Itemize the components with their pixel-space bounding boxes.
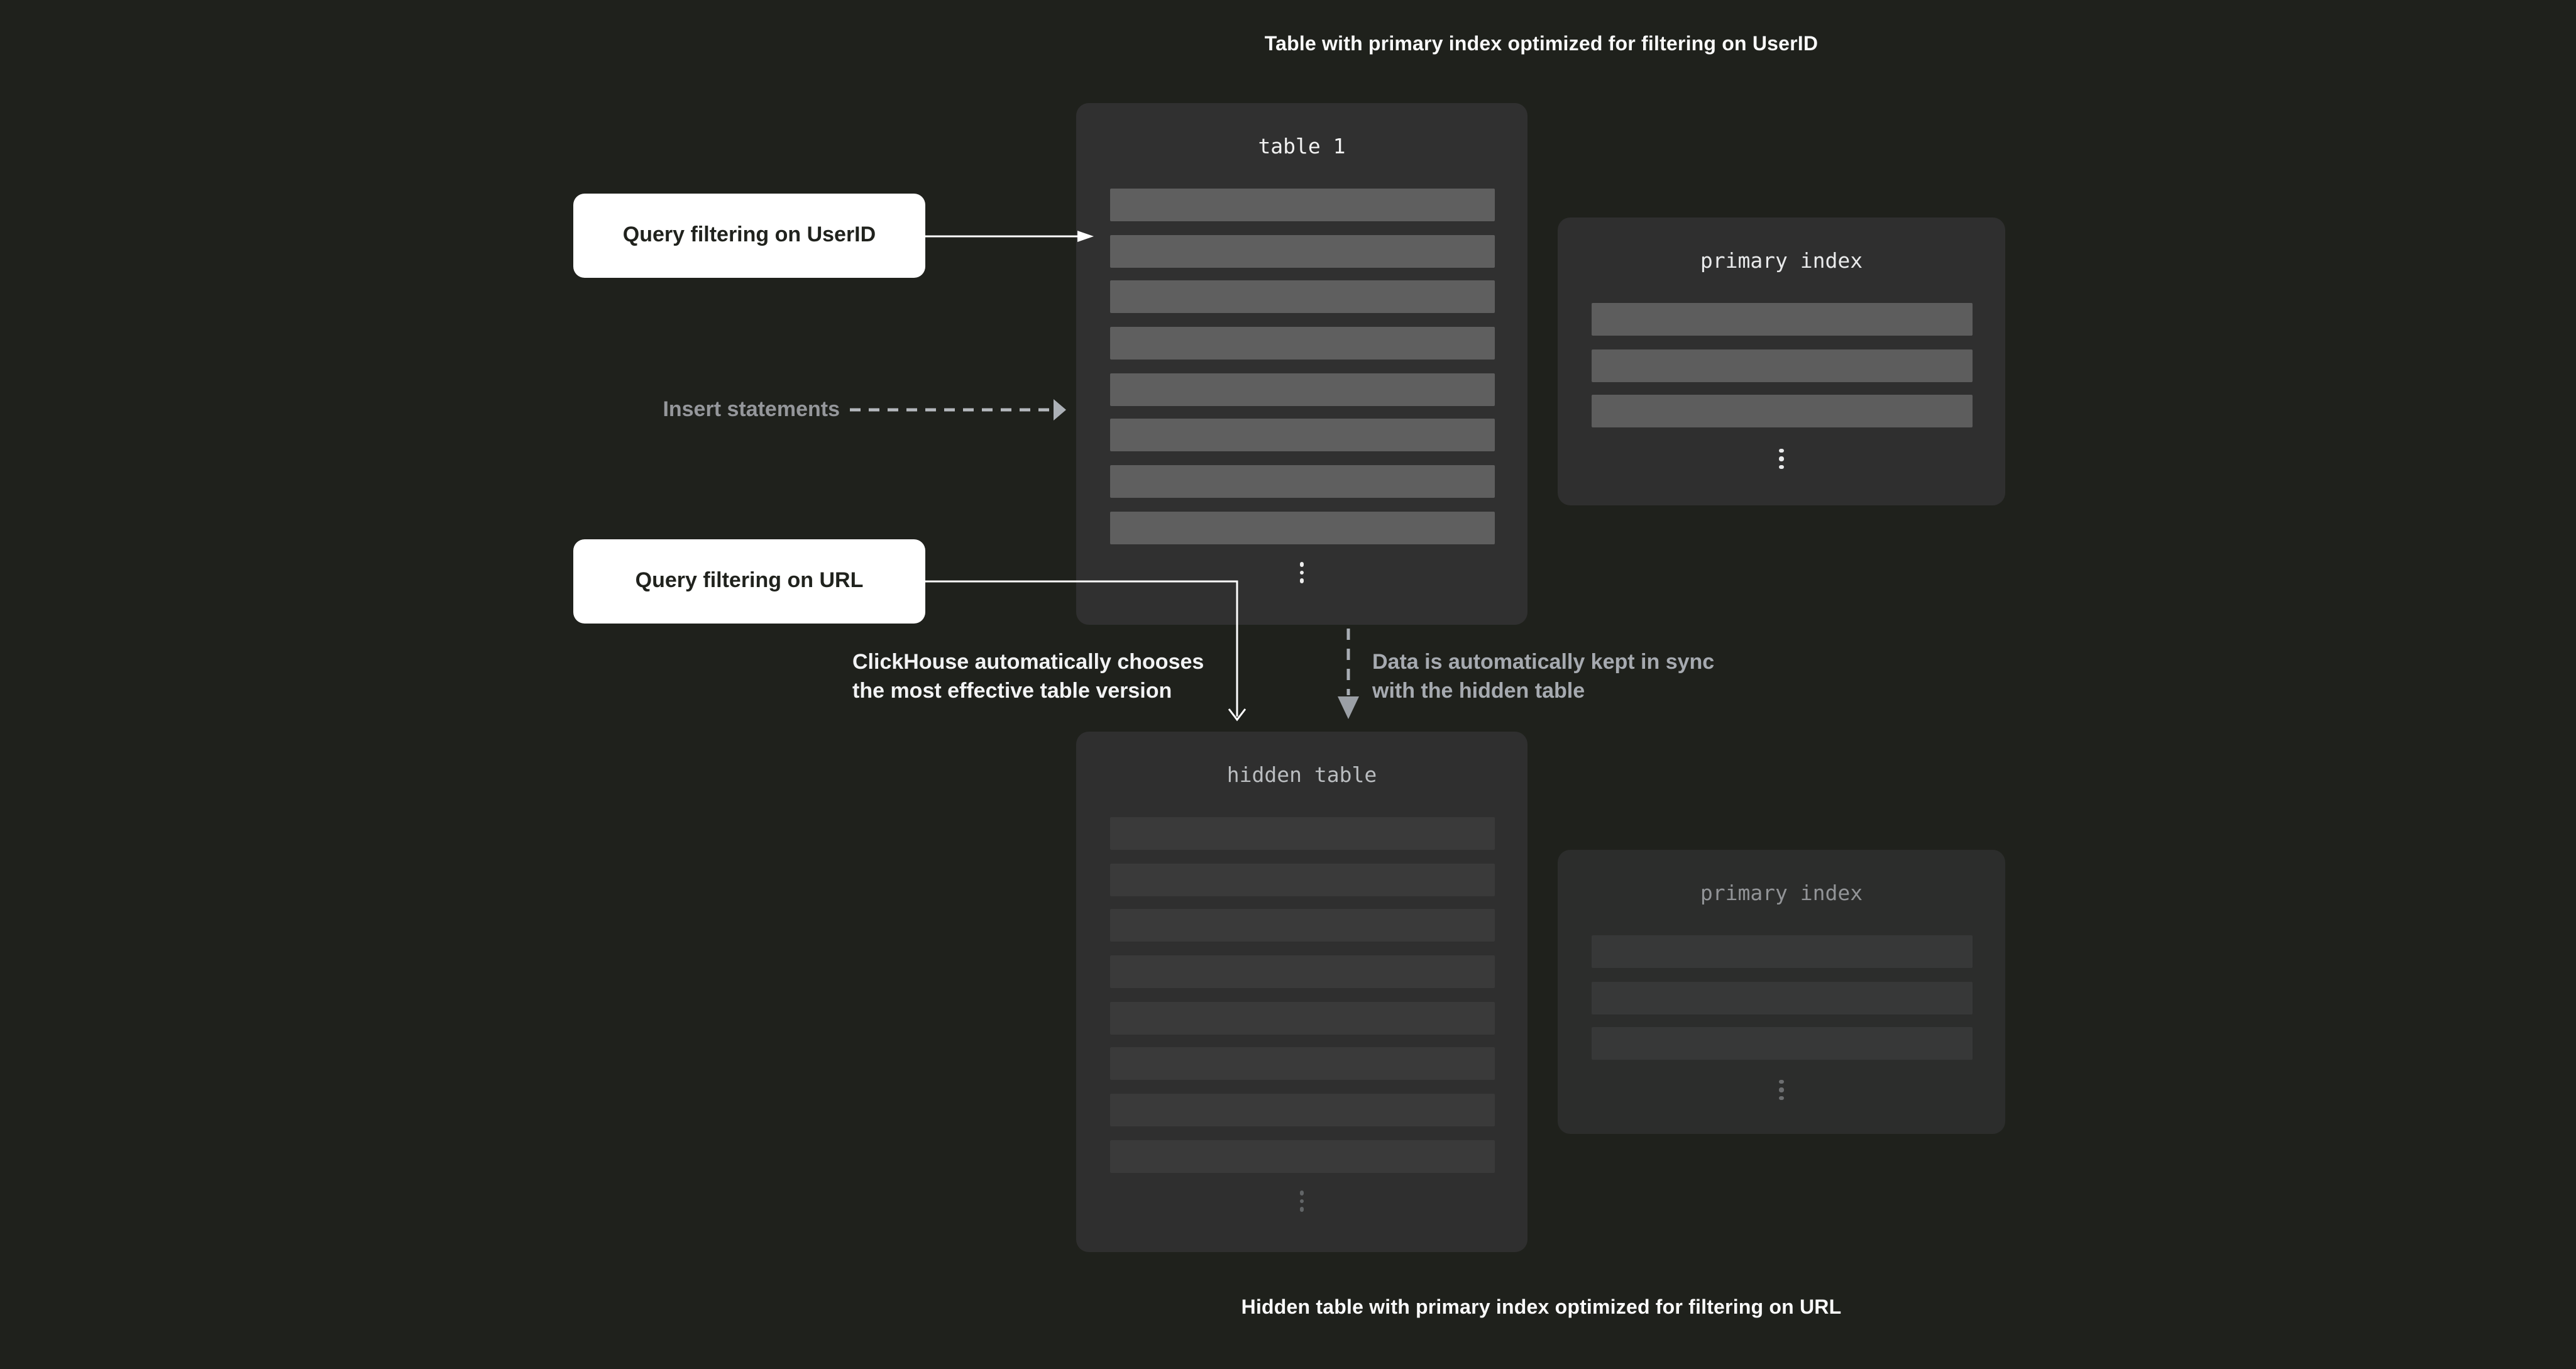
table-row [1592,303,1973,336]
auto-choose-line2: the most effective table version [852,679,1172,703]
query-userid-box: Query filtering on UserID [573,194,925,277]
primary-index-top-panel: primary index [1558,217,2005,505]
table-row [1592,395,1973,427]
primary-index-top-rows [1592,303,1973,427]
table-row [1592,1027,1973,1060]
auto-choose-line1: ClickHouse automatically chooses [852,649,1204,673]
hidden-table-title: hidden table [1226,763,1377,787]
sync-dashed-arrow [1338,629,1359,719]
table-row [1110,189,1495,221]
hidden-table-rows [1110,817,1495,1173]
table-row [1110,909,1495,942]
hidden-table-panel: hidden table [1076,732,1527,1251]
table1-title: table 1 [1258,135,1346,158]
table-row [1110,817,1495,850]
vertical-ellipsis-icon [1558,1079,2005,1100]
table-row [1110,234,1495,268]
table-row [1110,1001,1495,1035]
query-userid-label: Query filtering on UserID [622,223,876,247]
auto-choose-note: ClickHouse automatically chooses the mos… [852,647,1204,706]
table1-rows [1110,189,1495,544]
top-caption: Table with primary index optimized for f… [1264,34,1819,55]
bottom-caption: Hidden table with primary index optimize… [1241,1297,1842,1319]
table-row [1110,465,1495,498]
table-row [1110,1047,1495,1080]
sync-note-line1: Data is automatically kept in sync [1372,649,1715,673]
table-row [1592,349,1973,382]
table-row [1110,419,1495,452]
table-row [1110,280,1495,314]
table-row [1110,863,1495,896]
primary-index-bottom-rows [1592,935,1973,1060]
query-url-label: Query filtering on URL [635,568,864,593]
primary-index-bottom-panel: primary index [1558,849,2005,1133]
insert-statements-dashed-arrow [850,399,1066,421]
vertical-ellipsis-icon [1076,562,1527,583]
table-row [1592,935,1973,968]
table-row [1110,327,1495,360]
primary-index-bottom-title: primary index [1700,881,1863,904]
table-row [1110,373,1495,406]
vertical-ellipsis-icon [1076,1190,1527,1211]
query-url-box: Query filtering on URL [573,539,925,623]
sync-note-line2: with the hidden table [1372,679,1585,703]
vertical-ellipsis-icon [1558,448,2005,469]
table-row [1110,511,1495,544]
table-row [1110,955,1495,989]
insert-statements-label: Insert statements [663,397,840,421]
sync-note: Data is automatically kept in sync with … [1372,647,1714,706]
query-userid-arrow [925,231,1094,242]
table-row [1592,981,1973,1014]
table-row [1110,1094,1495,1127]
primary-index-top-title: primary index [1700,248,1863,272]
table1-panel: table 1 [1076,103,1527,625]
table-row [1110,1140,1495,1173]
